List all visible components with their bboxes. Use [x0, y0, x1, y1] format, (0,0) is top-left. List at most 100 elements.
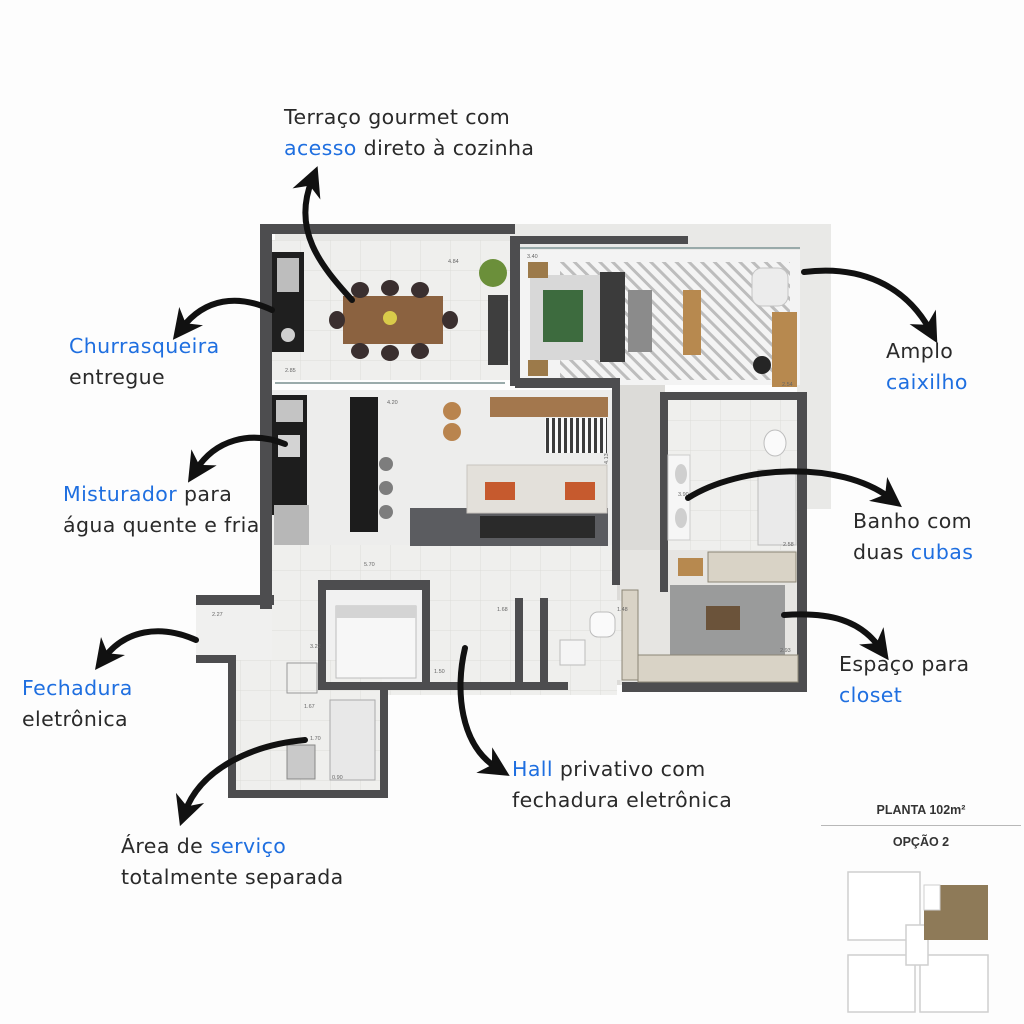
callout-churrasqueira-highlight: Churrasqueira — [69, 334, 220, 358]
callout-arrows — [94, 166, 938, 827]
arrow-espaco — [781, 611, 889, 661]
fridge — [274, 505, 309, 545]
callout-area-servico-line1: Área de — [121, 834, 211, 858]
plant — [479, 259, 507, 287]
wc-sink — [559, 639, 586, 666]
dim-kitchen: 2.85 — [285, 368, 296, 374]
callout-espaco-highlight: closet — [839, 683, 903, 707]
arrow-area-servico — [175, 737, 308, 827]
entry-floor — [196, 605, 272, 660]
dim-terrace: 4.84 — [448, 259, 459, 265]
arrow-churrasqueira — [172, 297, 275, 340]
service-shelf — [329, 699, 376, 781]
callout-banho-highlight: cubas — [910, 540, 974, 564]
dining-table — [329, 280, 458, 361]
dim-closet-side: 2.93 — [780, 648, 791, 654]
callout-hall-line2: fechadura eletrônica — [512, 788, 733, 812]
callout-area-servico: Área de serviço totalmente separada — [121, 831, 344, 893]
closet-ottoman — [706, 606, 740, 630]
island-stools — [379, 457, 393, 519]
dim-suite-b: 2.54 — [782, 382, 793, 388]
washer-door — [336, 606, 416, 618]
arrow-fechadura — [94, 628, 199, 670]
callout-espaco-line1: Espaço para — [839, 652, 970, 676]
side-table-2 — [443, 423, 461, 441]
dim-service-b: 0.90 — [332, 775, 343, 781]
closet-rail-bottom — [637, 654, 799, 683]
arrow-amplo — [801, 267, 938, 344]
callout-banho: Banho com duas cubas — [853, 506, 973, 568]
callout-area-servico-line2: totalmente separada — [121, 865, 344, 889]
desk — [772, 312, 797, 387]
callout-misturador-line1: para — [177, 482, 233, 506]
callout-amplo-line1: Amplo — [886, 339, 954, 363]
hall-floor — [428, 600, 518, 685]
bath-shower — [757, 469, 797, 546]
callout-espaco: Espaço para closet — [839, 649, 970, 711]
dim-hall-side: 1.50 — [434, 669, 445, 675]
arrow-hall — [457, 645, 510, 776]
island — [350, 397, 378, 532]
callout-banho-line2: duas — [853, 540, 911, 564]
entry-box — [286, 662, 318, 694]
arrow-misturador — [187, 434, 288, 483]
armchair — [751, 267, 789, 307]
basin-2 — [675, 508, 687, 528]
callout-terraco: Terraço gourmet com acesso direto à cozi… — [284, 102, 534, 164]
callout-terraco-line1: Terraço gourmet com — [284, 105, 511, 129]
arrow-banho — [685, 468, 902, 508]
walls — [196, 224, 807, 798]
callout-banho-line1: Banho com — [853, 509, 973, 533]
bbq-grill — [277, 258, 299, 292]
callout-churrasqueira: Churrasqueira entregue — [69, 331, 220, 393]
callout-misturador-line2: água quente e fria — [63, 513, 260, 537]
dim-kitchen-len: 5.70 — [364, 562, 375, 568]
key-plan-title: PLANTA 102m² — [876, 803, 966, 817]
dim-bath-w: 3.90 — [678, 492, 689, 498]
callout-churrasqueira-line2: entregue — [69, 365, 166, 389]
sofa — [466, 464, 608, 514]
bench — [628, 290, 652, 352]
desk-chair — [753, 356, 771, 374]
sideboard — [490, 397, 608, 417]
bed — [528, 262, 625, 376]
callout-hall-line1: privativo com — [552, 757, 706, 781]
bath-cabinet — [678, 558, 703, 576]
dim-living: 4.20 — [387, 400, 398, 406]
suite-tv — [683, 290, 701, 355]
cooktop — [276, 400, 303, 422]
wc-floor — [545, 600, 630, 680]
callout-fechadura-highlight: Fechadura — [22, 676, 133, 700]
toilet — [763, 429, 787, 457]
dimension-labels: 4.84 3.40 2.54 4.20 4.13 3.90 2.58 2.85 … — [212, 254, 794, 781]
kitchen-sink — [278, 435, 300, 457]
dim-bath-side: 2.58 — [783, 542, 794, 548]
callout-amplo: Amplo caixilho — [886, 336, 968, 398]
wc-toilet — [589, 611, 616, 638]
callout-hall: Hall privativo com fechadura eletrônica — [512, 754, 732, 816]
callout-fechadura: Fechadura eletrônica — [22, 673, 133, 735]
dim-service-side: 1.70 — [310, 736, 321, 742]
closet-rail-left — [621, 589, 639, 681]
coffee-table — [480, 516, 595, 538]
dim-closet: 3.22 — [310, 644, 321, 650]
dim-living-side: 4.13 — [604, 453, 610, 464]
basin-1 — [675, 464, 687, 484]
dim-hall: 1.68 — [497, 607, 508, 613]
callout-hall-highlight: Hall — [512, 757, 553, 781]
service-sink — [286, 744, 316, 780]
callout-area-servico-highlight: serviço — [210, 834, 287, 858]
callout-terraco-line2: direto à cozinha — [356, 136, 535, 160]
callout-misturador-highlight: Misturador — [63, 482, 178, 506]
closet-rail-top — [707, 551, 797, 583]
bbq-sink — [281, 328, 295, 342]
callout-fechadura-line2: eletrônica — [22, 707, 128, 731]
callout-amplo-highlight: caixilho — [886, 370, 968, 394]
dim-suite-a: 3.40 — [527, 254, 538, 260]
arrow-terraco — [292, 166, 355, 303]
callout-terraco-highlight: acesso — [284, 136, 357, 160]
side-table-1 — [443, 402, 461, 420]
key-plan-divider — [821, 825, 1021, 826]
callout-misturador: Misturador para água quente e fria — [63, 479, 260, 541]
